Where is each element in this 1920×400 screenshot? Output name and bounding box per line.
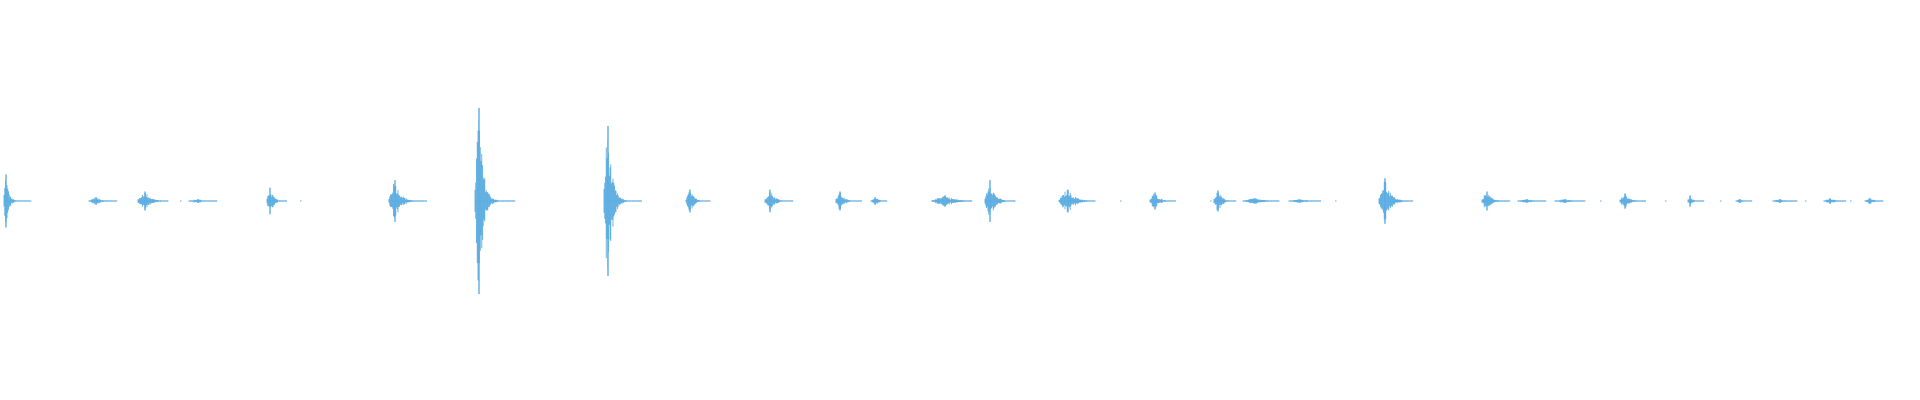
waveform-noise-dot <box>1665 200 1667 202</box>
waveform-burst <box>474 107 516 295</box>
waveform-noise-dot <box>300 200 302 202</box>
waveform-burst <box>1288 199 1321 203</box>
waveform-burst <box>603 125 642 277</box>
waveform-burst <box>266 187 287 215</box>
waveform-noise-dot <box>1805 200 1807 202</box>
waveform-noise-dot <box>1210 200 1212 202</box>
waveform-burst <box>931 195 973 207</box>
waveform-burst <box>1864 198 1884 204</box>
waveform-noise-dot <box>1410 200 1412 202</box>
waveform-burst <box>1823 198 1847 204</box>
waveform-noise-dot <box>1600 200 1602 202</box>
waveform-burst <box>1517 199 1547 203</box>
waveform-noise-dot <box>1720 200 1722 202</box>
waveform-burst <box>1149 192 1176 210</box>
waveform-burst <box>1058 189 1096 213</box>
waveform-burst <box>1619 193 1646 209</box>
waveform-burst <box>984 180 1016 222</box>
waveform-burst <box>88 197 118 205</box>
waveform-burst <box>137 191 169 211</box>
waveform-burst <box>1554 199 1586 204</box>
waveform-burst <box>1687 195 1705 207</box>
waveform-burst <box>1378 178 1414 224</box>
waveform-burst <box>1772 199 1798 204</box>
waveform-noise-dot <box>180 200 182 202</box>
waveform-burst <box>870 197 888 205</box>
waveform-burst <box>1735 199 1753 203</box>
waveform-noise-dot <box>1335 200 1337 202</box>
waveform-burst <box>835 191 862 211</box>
waveform-noise-dot <box>1850 200 1852 202</box>
waveform-noise-dot <box>30 200 32 202</box>
waveform-burst <box>388 180 427 222</box>
waveform-burst <box>685 189 711 213</box>
waveform-burst <box>1242 198 1280 204</box>
waveform-burst <box>188 199 218 203</box>
waveform-burst <box>1481 191 1511 211</box>
waveform-noise-dot <box>1120 200 1122 202</box>
waveform-burst <box>1213 190 1237 212</box>
waveform-burst <box>764 189 794 213</box>
waveform-burst <box>3 174 30 228</box>
